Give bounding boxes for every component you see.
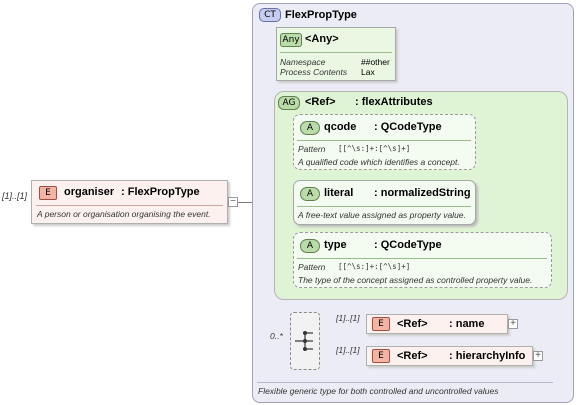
attribute-group-badge: AG <box>278 96 300 110</box>
child-element-hierarchyinfo-box[interactable]: E <Ref> : hierarchyInfo <box>366 346 533 366</box>
root-element-type: : FlexPropType <box>121 186 200 198</box>
attribute-doc: The type of the concept assigned as cont… <box>298 275 533 285</box>
root-element-name: organiser <box>64 186 115 198</box>
any-process-value: Lax <box>361 67 375 77</box>
attribute-badge: A <box>300 239 320 253</box>
any-namespace-label: Namespace <box>280 57 326 67</box>
pattern-value: [[^\s:]+:[^\s]+] <box>338 262 411 271</box>
complex-type-name: FlexPropType <box>285 9 357 21</box>
sequence-cardinality: 0..* <box>270 331 283 341</box>
attribute-group-ref: <Ref> <box>305 96 336 108</box>
root-expand-toggle[interactable]: − <box>228 197 238 207</box>
ct-doc-divider <box>257 382 553 383</box>
pattern-value: [[^\s:]+:[^\s]+] <box>338 144 411 153</box>
child-element-ref: <Ref> <box>397 318 428 330</box>
root-divider <box>36 205 223 206</box>
attribute-divider <box>297 258 547 259</box>
root-cardinality: [1]..[1] <box>2 191 28 201</box>
pattern-label: Pattern <box>298 144 326 154</box>
any-name: <Any> <box>305 33 339 45</box>
any-divider <box>280 52 392 53</box>
complex-type-doc: Flexible generic type for both controlle… <box>258 386 499 396</box>
attribute-group-name: : flexAttributes <box>355 96 433 108</box>
any-box[interactable]: Any <Any> Namespace ##other Process Cont… <box>276 27 396 81</box>
child-element-name: : name <box>449 318 485 330</box>
child-cardinality: [1]..[1] <box>336 345 360 355</box>
attribute-divider <box>297 206 471 207</box>
attribute-type-box[interactable]: A type : QCodeType Pattern [[^\s:]+:[^\s… <box>293 232 552 288</box>
attribute-name: qcode <box>324 121 357 133</box>
attribute-badge: A <box>300 187 320 201</box>
attribute-divider <box>297 140 471 141</box>
element-badge: E <box>39 186 57 200</box>
attribute-doc: A qualified code which identifies a conc… <box>298 157 460 167</box>
attribute-type: : normalizedString <box>374 187 471 199</box>
root-element-box[interactable]: E organiser : FlexPropType A person or o… <box>31 180 228 224</box>
child-expand-toggle[interactable]: + <box>533 351 543 361</box>
complex-type-badge: CT <box>259 8 281 22</box>
any-process-label: Process Contents <box>280 67 348 77</box>
element-badge: E <box>372 317 390 331</box>
attribute-doc: A free-text value assigned as property v… <box>298 210 466 220</box>
attribute-qcode-box[interactable]: A qcode : QCodeType Pattern [[^\s:]+:[^\… <box>293 114 476 170</box>
connector-to-ct <box>238 202 254 203</box>
child-element-name-box[interactable]: E <Ref> : name <box>366 314 508 334</box>
attribute-name: literal <box>324 187 354 199</box>
any-badge: Any <box>280 33 302 47</box>
child-element-ref: <Ref> <box>397 350 428 362</box>
child-expand-toggle[interactable]: + <box>508 319 518 329</box>
attribute-type: : QCodeType <box>374 121 442 133</box>
sequence-icon <box>295 331 313 351</box>
root-element-doc: A person or organisation organising the … <box>37 209 211 219</box>
any-namespace-value: ##other <box>361 57 390 67</box>
pattern-label: Pattern <box>298 262 326 272</box>
attribute-name: type <box>324 239 347 251</box>
child-element-name: : hierarchyInfo <box>449 350 526 362</box>
attribute-literal-box[interactable]: A literal : normalizedString A free-text… <box>293 180 476 225</box>
element-badge: E <box>372 349 390 363</box>
attribute-badge: A <box>300 121 320 135</box>
sequence-box[interactable] <box>290 312 320 370</box>
child-cardinality: [1]..[1] <box>336 313 360 323</box>
attribute-type: : QCodeType <box>374 239 442 251</box>
